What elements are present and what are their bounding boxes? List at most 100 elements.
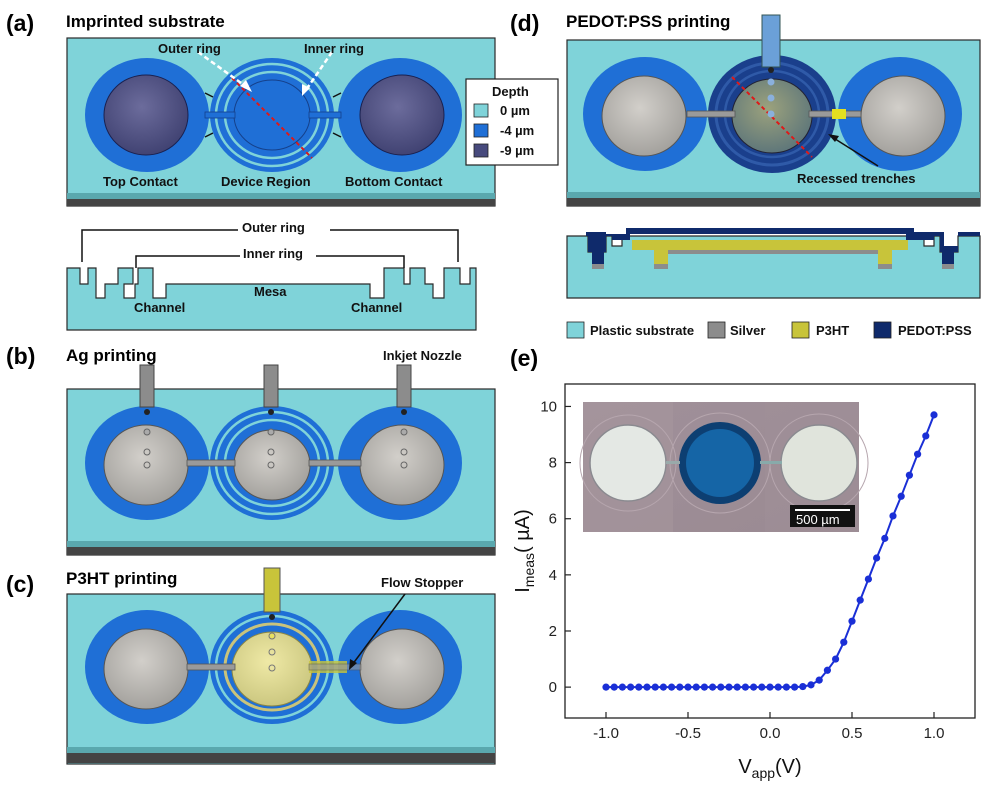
iv-data-point [905, 471, 914, 479]
drop-r2 [400, 448, 408, 456]
chart-series [602, 411, 938, 691]
depth-label-1: -4 µm [500, 123, 534, 138]
x-axis-label: Vapp(V) [738, 756, 801, 781]
inner-ring-label-bg [240, 246, 316, 262]
iv-data-point [914, 450, 922, 458]
x-tick-label: 0.5 [842, 725, 863, 742]
d-cs-silver-left-trench [592, 264, 604, 269]
drop-r0 [401, 409, 407, 415]
panel-d-title: PEDOT:PSS printing [566, 12, 730, 31]
d-right-silver [860, 75, 946, 157]
inner-ring-label: Inner ring [304, 41, 364, 56]
c-right-silver [359, 628, 445, 710]
iv-data-point [815, 676, 823, 684]
iv-data-point [692, 683, 700, 691]
iv-data-point [930, 411, 938, 419]
drop-c0 [268, 409, 274, 415]
substrate-d-base [567, 198, 980, 206]
iv-data-point [922, 432, 930, 440]
y-tick-label: 6 [549, 511, 557, 528]
outer-ring-arrowhead [240, 80, 252, 92]
inset-right-disk [780, 424, 858, 502]
d-cs-p3ht-leg-left [654, 250, 668, 268]
b-left-silver [103, 424, 189, 506]
nozzle-left [139, 364, 155, 408]
cs-channel-right-label: Channel [351, 300, 402, 315]
d-drop2 [767, 94, 775, 102]
depth-label-0: 0 µm [500, 103, 530, 118]
y-tick-label: 10 [540, 398, 557, 415]
device-region-label: Device Region [221, 174, 311, 189]
d-cs-silver-right [878, 264, 892, 269]
panel-c-letter: (c) [6, 571, 34, 597]
top-contact-label: Top Contact [103, 174, 179, 189]
iv-data-point [873, 554, 881, 562]
iv-data-point [700, 683, 709, 691]
iv-data-point [709, 683, 717, 691]
inkjet-nozzle-label: Inkjet Nozzle [383, 348, 462, 363]
depth-swatch-2 [473, 143, 489, 158]
y-tick-label: 2 [549, 623, 557, 640]
drop-c2 [267, 448, 275, 456]
flow-stopper-arrow [351, 593, 406, 666]
material-swatch-2 [791, 321, 810, 339]
iv-data-point [889, 512, 897, 520]
d-cs-pedot-left-trench [592, 252, 604, 264]
trench-arrow [831, 136, 879, 167]
panel-a-title: Imprinted substrate [66, 12, 225, 31]
inset-micrograph: 500 µm [579, 402, 869, 532]
nozzle-pedot [761, 14, 781, 68]
panel-a: (a) Imprinted substrate Outer ring Inner… [6, 10, 559, 331]
cs-outer-ring-label: Outer ring [242, 220, 305, 235]
iv-data-point [627, 683, 635, 691]
nozzle-p3ht [263, 567, 281, 613]
cross-section-line [231, 77, 313, 159]
drop-r1 [400, 428, 408, 436]
iv-data-point [840, 638, 848, 646]
c-drop3 [268, 664, 276, 672]
flow-stopper-arrowhead [349, 659, 357, 670]
cs-inner-ring-label: Inner ring [243, 246, 303, 261]
x-tick-label: -0.5 [675, 725, 701, 742]
iv-data-point [676, 683, 684, 691]
y-axis-label: Imeas( µA) [512, 509, 537, 593]
iv-data-point [881, 534, 889, 542]
d-cs-pedot-right-trench [942, 252, 954, 264]
d-cs-silver-mid [668, 250, 878, 254]
y-tick-label: 8 [549, 455, 557, 472]
b-device-silver [233, 429, 311, 501]
material-label-1: Silver [730, 323, 765, 338]
substrate-c-edge [67, 747, 495, 753]
scale-bar-label: 500 µm [796, 512, 840, 527]
panel-a-letter: (a) [6, 10, 34, 36]
material-legend: Plastic substrate Silver P3HT PEDOT:PSS [566, 321, 972, 339]
d-drop0 [768, 67, 774, 73]
panel-d-cross-section [566, 228, 981, 299]
iv-data-point [807, 681, 815, 689]
y-tick-label: 0 [549, 679, 557, 696]
iv-data-point [856, 596, 864, 604]
substrate-b-edge [67, 541, 495, 547]
left-channel [204, 111, 236, 119]
panel-e: (e) 500 µm 0 2 [510, 345, 976, 781]
iv-data-point [602, 683, 610, 691]
c-drop0 [269, 614, 275, 620]
panel-e-letter: (e) [510, 345, 538, 371]
iv-data-point [659, 683, 668, 691]
d-cs-silver-right-trench [942, 264, 954, 269]
b-right-silver [359, 424, 445, 506]
inset-right-trace [760, 461, 782, 464]
substrate-d-edge [567, 192, 980, 198]
depth-legend-title: Depth [492, 84, 529, 99]
device-mesa [233, 79, 311, 151]
iv-data-point [766, 683, 774, 691]
iv-data-point [848, 617, 856, 625]
iv-data-point [782, 683, 791, 691]
iv-data-point [684, 683, 692, 691]
iv-data-point [668, 683, 676, 691]
iv-data-point [733, 683, 741, 691]
panel-d: (d) PEDOT:PSS printing Recessed trenches [510, 10, 981, 339]
scale-bar-line [795, 509, 850, 511]
